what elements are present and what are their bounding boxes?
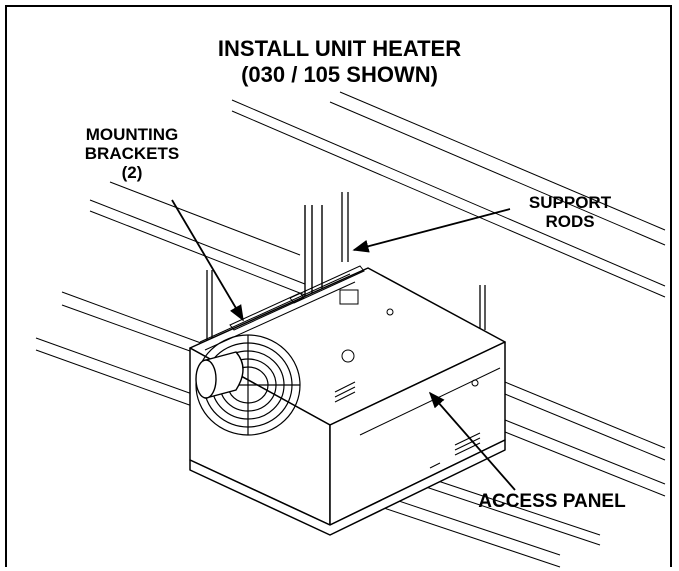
diagram-title: INSTALL UNIT HEATER (030 / 105 SHOWN) <box>0 36 679 88</box>
heater-cabinet <box>189 267 506 536</box>
label-support-rods-line-1: SUPPORT <box>528 193 612 212</box>
label-support-rods-line-2: RODS <box>545 212 595 232</box>
arrow-mounting-brackets <box>171 199 244 322</box>
arrow-access-panel <box>428 391 516 491</box>
label-mounting-brackets: MOUNTING BRACKETS (2) <box>62 125 202 182</box>
fan-guard <box>195 334 301 436</box>
support-rods <box>206 192 486 340</box>
diagram-frame <box>5 5 672 567</box>
label-mounting-brackets-line-2: BRACKETS <box>84 144 180 164</box>
ceiling-joists <box>35 91 666 568</box>
cabinet-details <box>199 265 501 469</box>
arrow-support-rods <box>352 208 511 253</box>
title-line-2: (030 / 105 SHOWN) <box>241 62 438 87</box>
label-mounting-brackets-line-3: (2) <box>121 163 143 183</box>
fan-motor <box>195 351 244 399</box>
leader-arrows <box>171 199 516 491</box>
label-support-rods: SUPPORT RODS <box>502 193 638 231</box>
label-mounting-brackets-line-1: MOUNTING <box>85 125 179 144</box>
title-line-1: INSTALL UNIT HEATER <box>217 36 462 61</box>
